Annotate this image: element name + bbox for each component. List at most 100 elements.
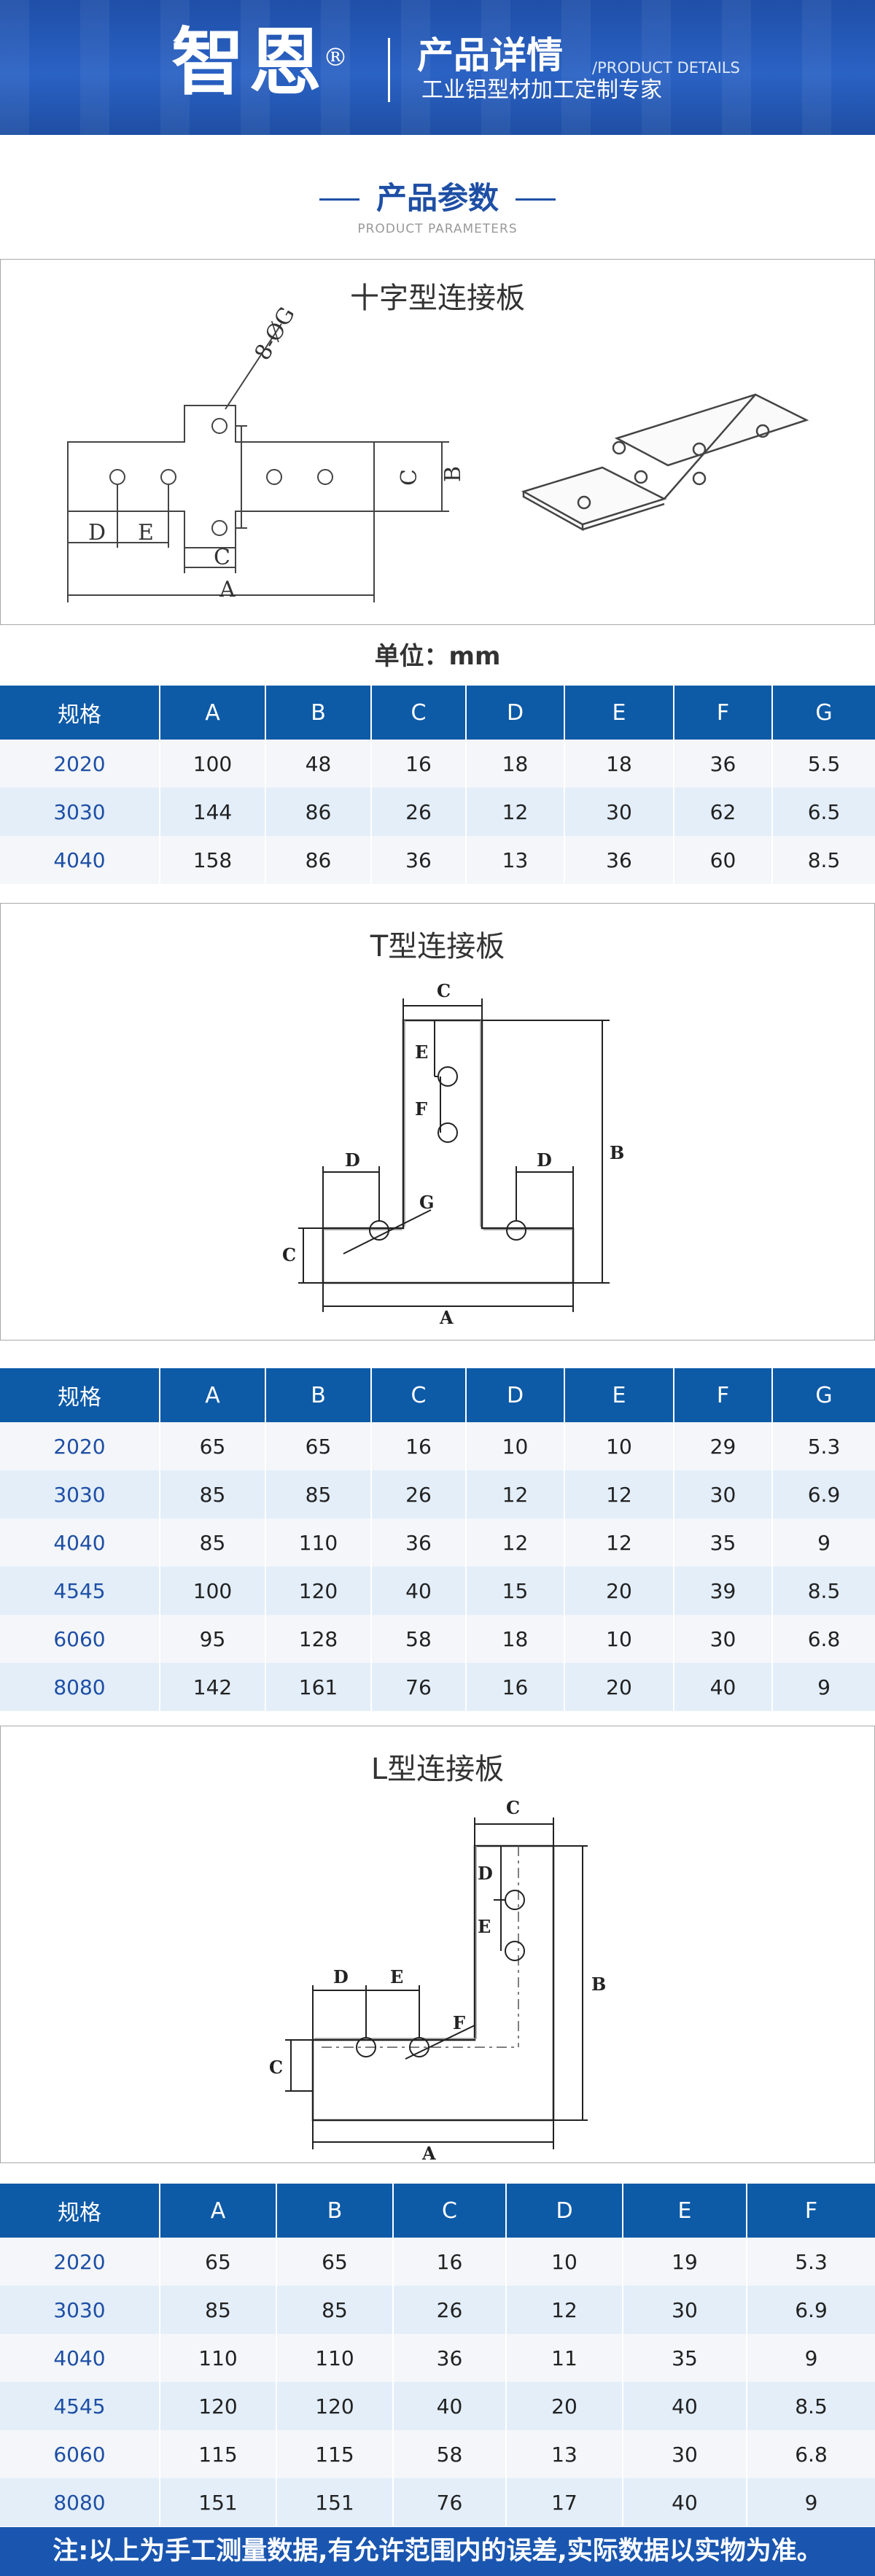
table-cell: 36 — [372, 1518, 467, 1567]
cross-plate-panel: 十字型连接板 A C D — [0, 259, 875, 625]
t-dim-b: B — [610, 1142, 624, 1163]
table-cell: 85 — [160, 2286, 277, 2334]
header-subtitle: 工业铝型材加工定制专家 — [421, 77, 662, 103]
table-cell: 12 — [565, 1470, 674, 1518]
table-cell: 11 — [507, 2334, 623, 2382]
table-cell: 6.5 — [773, 788, 875, 836]
cross-dim-c: C — [214, 545, 230, 570]
l-plate-drawing: C B A D E C D E F — [269, 1797, 606, 2162]
cross-plate-title: 十字型连接板 — [350, 282, 525, 315]
table-cell: 85 — [160, 1518, 266, 1567]
t-dim-d-right: D — [537, 1149, 552, 1171]
cross-plate-drawing: A C D E B C 8-ØG — [67, 303, 809, 602]
column-header-a: A — [160, 1368, 266, 1422]
column-header-b: B — [266, 1368, 372, 1422]
l-dim-a: A — [421, 2143, 436, 2162]
table-cell: 6.8 — [747, 2430, 875, 2478]
table-cell: 40 — [623, 2382, 747, 2430]
spec-cell: 6060 — [0, 1615, 160, 1663]
spec-cell: 4040 — [0, 836, 160, 884]
table-cell: 26 — [372, 788, 467, 836]
table-cell: 65 — [277, 2238, 394, 2286]
t-plate-drawing: C B A D D C E F G — [282, 980, 624, 1328]
table-cell: 100 — [160, 740, 266, 788]
column-header-e: E — [565, 1368, 674, 1422]
cross-dim-c-side: C — [397, 469, 422, 486]
l-dim-d-vertical: D — [478, 1863, 493, 1884]
table-cell: 86 — [266, 788, 372, 836]
cross-dim-e: E — [138, 520, 154, 546]
table-cell: 13 — [467, 836, 565, 884]
table-cell: 5.3 — [773, 1422, 875, 1470]
table-cell: 142 — [160, 1663, 266, 1711]
table-cell: 9 — [773, 1663, 875, 1711]
registered-mark: ® — [323, 43, 352, 72]
spec-cell: 2020 — [0, 2238, 160, 2286]
header-divider — [388, 38, 390, 102]
section-title-en: PRODUCT PARAMETERS — [357, 222, 518, 236]
table-cell: 8.5 — [747, 2382, 875, 2430]
table-cell: 115 — [160, 2430, 277, 2478]
table-cell: 35 — [674, 1518, 773, 1567]
column-header-c: C — [372, 1368, 467, 1422]
table-cell: 85 — [160, 1470, 266, 1518]
table-cell: 36 — [372, 836, 467, 884]
column-header-c: C — [372, 686, 467, 740]
t-dim-a: A — [439, 1307, 454, 1328]
table-cell: 36 — [565, 836, 674, 884]
table-cell: 86 — [266, 836, 372, 884]
spec-cell: 3030 — [0, 788, 160, 836]
spec-cell: 8080 — [0, 2478, 160, 2526]
table-cell: 151 — [277, 2478, 394, 2526]
section-title: 产品参数 — [376, 180, 499, 216]
table-cell: 18 — [565, 740, 674, 788]
table-cell: 8.5 — [773, 836, 875, 884]
table-cell: 20 — [565, 1663, 674, 1711]
column-header-spec: 规格 — [0, 686, 160, 740]
header-title: 产品详情 — [417, 34, 563, 77]
t-plate-panel: T型连接板 C B A D — [0, 903, 875, 1341]
spec-cell: 3030 — [0, 1470, 160, 1518]
table-cell: 10 — [467, 1422, 565, 1470]
cross-dim-a: A — [219, 577, 236, 602]
table-cell: 60 — [674, 836, 773, 884]
table-cell: 12 — [467, 1470, 565, 1518]
table-cell: 158 — [160, 836, 266, 884]
table-cell: 6.9 — [773, 1470, 875, 1518]
table-cell: 18 — [467, 740, 565, 788]
table-cell: 9 — [773, 1518, 875, 1567]
l-dim-c: C — [506, 1797, 520, 1818]
table-cell: 12 — [507, 2286, 623, 2334]
header-background — [0, 0, 875, 135]
table-cell: 30 — [623, 2430, 747, 2478]
table-cell: 58 — [372, 1615, 467, 1663]
table-cell: 110 — [277, 2334, 394, 2382]
column-header-spec: 规格 — [0, 1368, 160, 1422]
table-cell: 39 — [674, 1567, 773, 1615]
column-header-d: D — [467, 686, 565, 740]
table-cell: 10 — [565, 1422, 674, 1470]
table-cell: 16 — [467, 1663, 565, 1711]
table-cell: 5.3 — [747, 2238, 875, 2286]
l-plate-title: L型连接板 — [370, 1753, 505, 1786]
table-cell: 76 — [372, 1663, 467, 1711]
unit-label: 单位：mm — [374, 642, 501, 671]
table-cell: 10 — [507, 2238, 623, 2286]
table-cell: 115 — [277, 2430, 394, 2478]
column-header-e: E — [623, 2184, 747, 2238]
table-cell: 36 — [674, 740, 773, 788]
l-dim-d-bottom: D — [333, 1966, 349, 1987]
brand-name: 智恩 — [171, 19, 326, 105]
t-plate-title: T型连接板 — [370, 930, 505, 963]
table-cell: 29 — [674, 1422, 773, 1470]
